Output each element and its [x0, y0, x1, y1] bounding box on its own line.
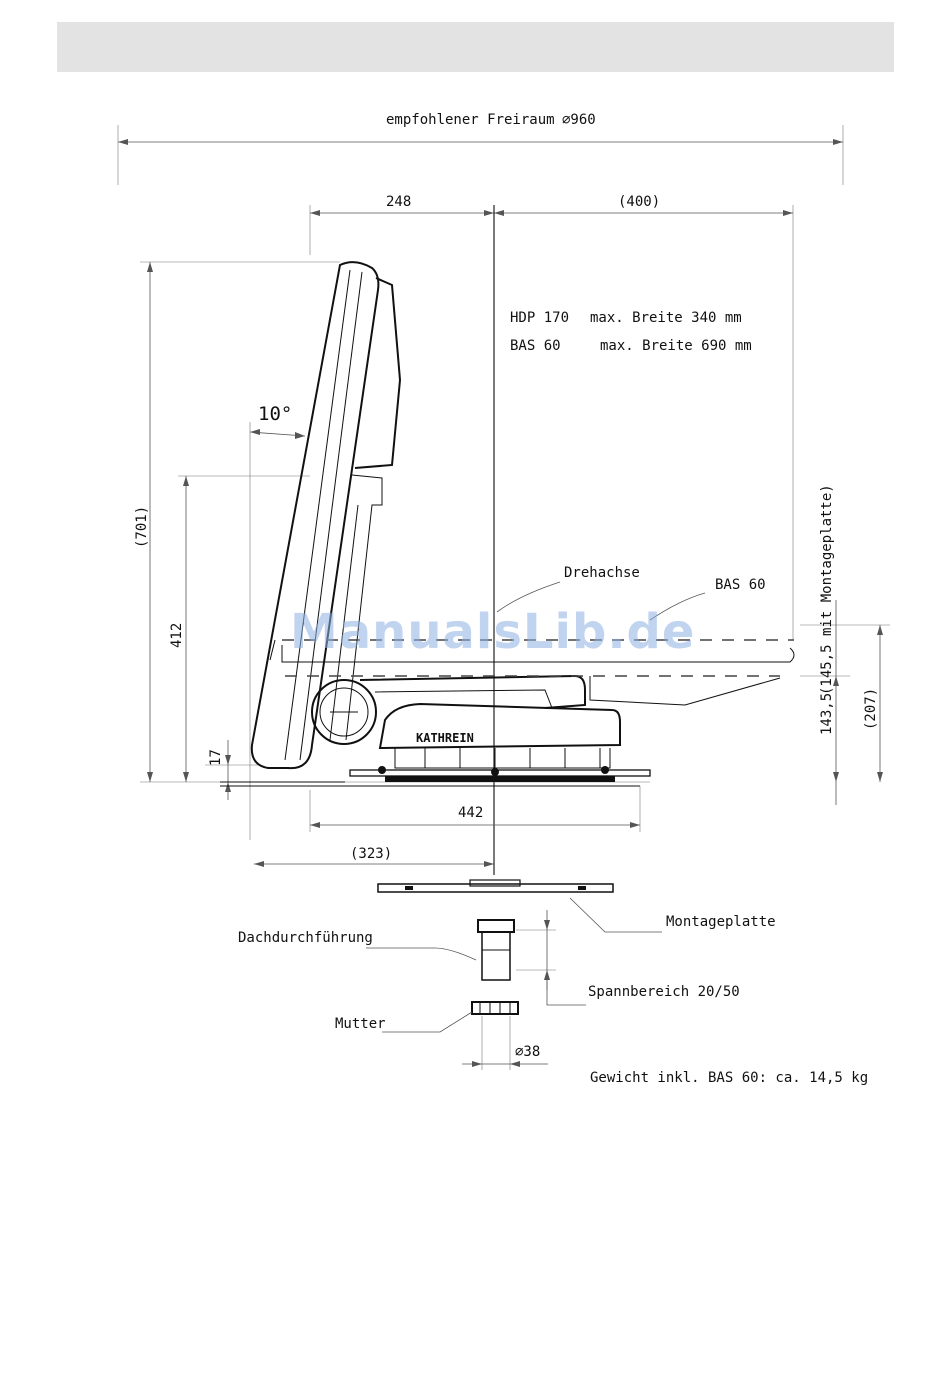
left-height-dimensions: (701) 412 17	[134, 262, 650, 800]
dim-17: 17	[208, 749, 224, 766]
dim-400: (400)	[618, 194, 660, 210]
bas60-label: BAS 60	[715, 577, 766, 593]
nut-label: Mutter	[335, 1016, 386, 1032]
brand-label: KATHREIN	[416, 731, 474, 745]
dim-38: ⌀38	[515, 1044, 540, 1060]
dim-143-5: 143,5	[819, 693, 835, 735]
clamping-range-label: Spannbereich 20/50	[588, 984, 740, 1000]
width-notes: HDP 170 max. Breite 340 mm BAS 60 max. B…	[510, 310, 752, 354]
mounting-plate: Montageplatte	[378, 880, 776, 932]
watermark: ManualsLib.de	[290, 604, 695, 660]
clearance-dimension: empfohlener Freiraum ⌀960	[118, 112, 843, 185]
clearance-value: ⌀960	[562, 112, 596, 128]
clearance-label: empfohlener Freiraum	[386, 112, 555, 128]
roof-feedthrough-label: Dachdurchführung	[238, 930, 373, 946]
angle-label: 10°	[258, 403, 292, 425]
rotation-axis-label: Drehachse	[564, 565, 640, 581]
top-width-dimensions: 248 (400)	[310, 194, 793, 640]
bottom-width-dimensions: 442 (323)	[254, 786, 640, 867]
roof-feedthrough: Dachdurchführung Spannbereich 20/50	[238, 910, 740, 1005]
bas-model: BAS 60	[510, 338, 561, 354]
dim-323: (323)	[350, 846, 392, 862]
dim-442: 442	[458, 805, 483, 821]
hdp-model: HDP 170	[510, 310, 569, 326]
nut: Mutter ⌀38	[335, 1002, 548, 1070]
antenna-base: KATHREIN	[220, 676, 650, 786]
dim-701: (701)	[134, 506, 150, 548]
dim-412: 412	[169, 623, 185, 648]
right-height-dimensions: 143,5 (145,5 mit Montageplatte) (207)	[800, 484, 890, 805]
weight-note: Gewicht inkl. BAS 60: ca. 14,5 kg	[590, 1070, 868, 1086]
dim-145-5: (145,5 mit Montageplatte)	[819, 484, 835, 695]
dim-248: 248	[386, 194, 411, 210]
hdp-width: max. Breite 340 mm	[590, 310, 742, 326]
mounting-plate-label: Montageplatte	[666, 914, 776, 930]
bas-width: max. Breite 690 mm	[600, 338, 752, 354]
dim-207: (207)	[863, 688, 879, 730]
